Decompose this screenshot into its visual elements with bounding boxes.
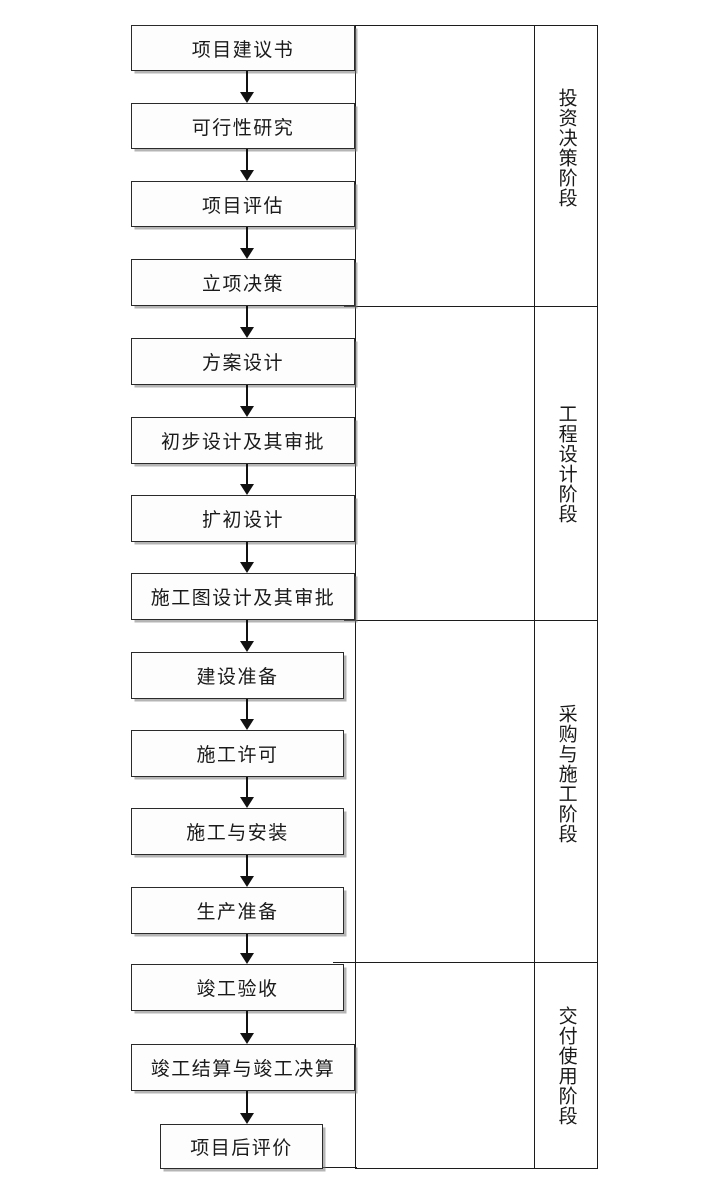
process-node-4[interactable]: 立项决策 [131, 259, 355, 306]
process-node-10-label: 施工许可 [196, 744, 279, 766]
process-node-5-label: 方案设计 [201, 352, 284, 374]
process-node-5[interactable]: 方案设计 [131, 338, 355, 385]
process-node-3[interactable]: 项目评估 [131, 181, 355, 227]
process-node-11[interactable]: 施工与安装 [131, 808, 344, 855]
row-rule-stage3 [333, 962, 356, 963]
process-node-13[interactable]: 竣工验收 [131, 964, 344, 1011]
row-rule-stage1 [344, 306, 356, 307]
process-node-4-label: 立项决策 [201, 273, 284, 295]
process-node-1[interactable]: 项目建议书 [131, 25, 355, 71]
stage-label-3: 采购与施工阶段 [534, 700, 598, 966]
flow-arrow-2 [240, 149, 254, 181]
process-node-13-label: 竣工验收 [196, 978, 279, 1000]
process-node-8[interactable]: 施工图设计及其审批 [131, 573, 355, 620]
flow-arrow-7 [240, 542, 254, 573]
flow-arrow-12 [240, 934, 254, 964]
process-node-8-label: 施工图设计及其审批 [150, 587, 336, 609]
process-node-15[interactable]: 项目后评价 [160, 1124, 323, 1169]
stage-divider-2 [355, 620, 598, 621]
stage-label-3-text: 采购与施工阶段 [555, 704, 578, 844]
stage-divider-1 [355, 306, 598, 307]
process-node-1-label: 项目建议书 [191, 38, 295, 61]
stage-label-2: 工程设计阶段 [534, 390, 598, 634]
stage-table-vertical-divider [534, 25, 535, 1169]
stage-label-4: 交付使用阶段 [534, 1000, 598, 1175]
stage-label-4-text: 交付使用阶段 [555, 1006, 578, 1126]
flow-arrow-11 [240, 855, 254, 887]
flow-arrow-9 [240, 699, 254, 730]
process-node-15-label: 项目后评价 [190, 1137, 293, 1159]
flow-arrow-1 [240, 71, 254, 103]
process-node-6-label: 初步设计及其审批 [160, 431, 325, 453]
process-node-12[interactable]: 生产准备 [131, 887, 344, 934]
stage-table-frame [355, 25, 598, 1169]
row-rule-stage2 [344, 620, 356, 621]
stage-label-2-text: 工程设计阶段 [555, 404, 578, 524]
stage-label-1-text: 投资决策阶段 [555, 88, 578, 208]
stage-divider-3 [355, 962, 598, 963]
process-node-3-label: 项目评估 [201, 194, 284, 217]
process-node-9-label: 建设准备 [196, 666, 279, 688]
process-node-2[interactable]: 可行性研究 [131, 103, 355, 149]
process-node-9[interactable]: 建设准备 [131, 652, 344, 699]
flow-arrow-6 [240, 464, 254, 495]
process-node-14[interactable]: 竣工结算与竣工决算 [131, 1044, 355, 1091]
process-node-7-label: 扩初设计 [201, 509, 284, 531]
stage-label-1: 投资决策阶段 [534, 70, 598, 324]
process-node-11-label: 施工与安装 [186, 822, 289, 844]
flow-arrow-4 [240, 306, 254, 338]
flow-arrow-3 [240, 227, 254, 259]
flow-arrow-10 [240, 777, 254, 808]
process-node-7[interactable]: 扩初设计 [131, 495, 355, 542]
process-node-12-label: 生产准备 [196, 901, 279, 923]
process-node-2-label: 可行性研究 [191, 116, 295, 139]
process-node-6[interactable]: 初步设计及其审批 [131, 417, 355, 464]
flow-arrow-5 [240, 385, 254, 417]
flow-arrow-13 [240, 1011, 254, 1044]
process-node-14-label: 竣工结算与竣工决算 [150, 1058, 336, 1080]
process-node-10[interactable]: 施工许可 [131, 730, 344, 777]
flow-arrow-14 [240, 1091, 254, 1124]
row-rule-bottom [312, 1167, 357, 1168]
flow-arrow-8 [240, 620, 254, 652]
